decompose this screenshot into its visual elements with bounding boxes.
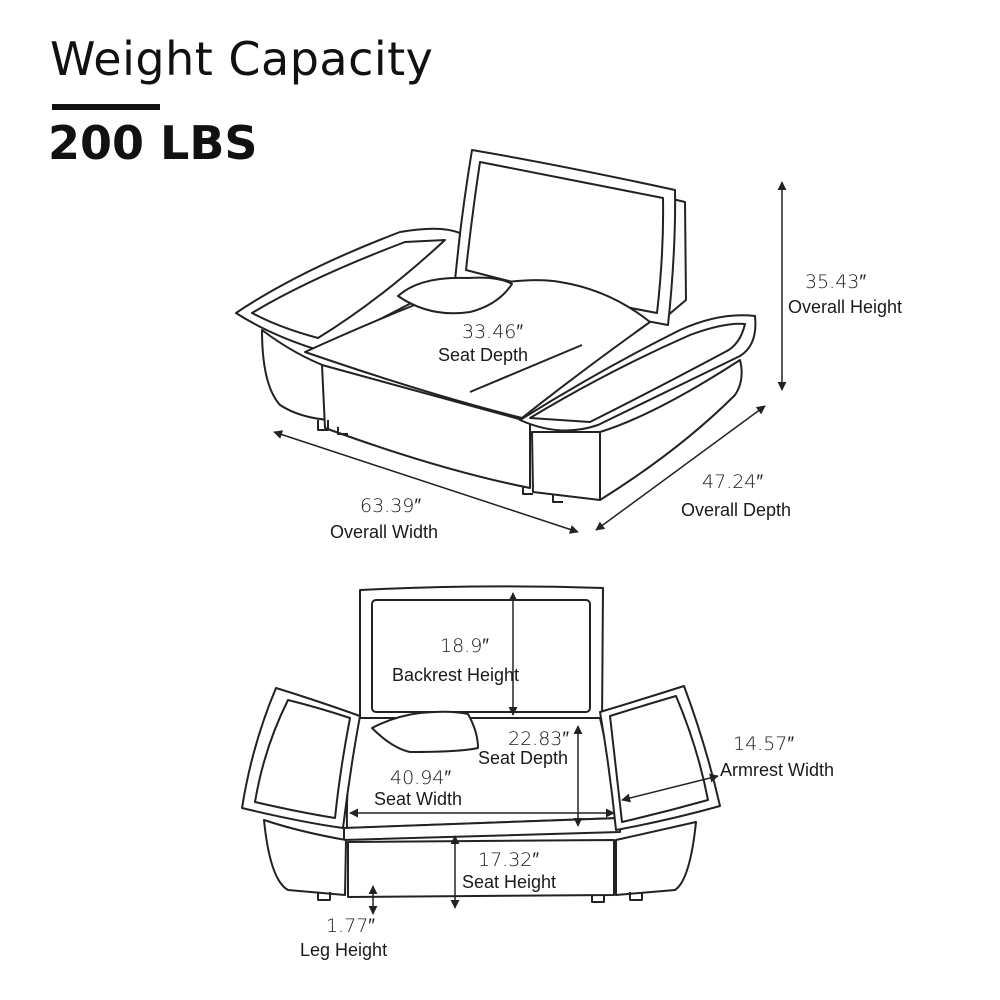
seat-depth-label-front: Seat Depth (478, 748, 568, 768)
overall-depth-value: 47.24″ (702, 471, 763, 493)
leg-height-value: 1.77″ (326, 915, 375, 937)
overall-width-value: 63.39″ (360, 495, 421, 517)
seat-height-value: 17.32″ (478, 849, 539, 871)
overall-depth-arrow (595, 405, 766, 531)
backrest-height-value: 18.9″ (440, 635, 489, 657)
seat-width-label: Seat Width (374, 789, 462, 809)
leg-height-label: Leg Height (300, 940, 387, 960)
seat-depth-label-top: Seat Depth (438, 345, 528, 365)
armrest-width-value: 14.57″ (733, 733, 794, 755)
overall-width-arrow (273, 430, 579, 534)
sofa-front-drawing (241, 585, 721, 903)
overall-height-label: Overall Height (788, 297, 902, 317)
overall-depth-label: Overall Depth (681, 500, 791, 520)
title-underline (52, 104, 160, 110)
page-title: Weight Capacity (50, 32, 434, 86)
seat-width-value: 40.94″ (390, 767, 451, 789)
overall-height-value: 35.43″ (805, 271, 866, 293)
seat-height-label: Seat Height (462, 872, 556, 892)
backrest-height-label: Backrest Height (392, 665, 519, 685)
front-dimension-lines (349, 592, 719, 915)
armrest-width-label: Armrest Width (720, 760, 834, 780)
top-dimension-lines (273, 181, 787, 534)
seat-depth-value-top: 33.46″ (462, 321, 523, 343)
weight-capacity-value: 200 LBS (48, 116, 258, 170)
overall-width-label: Overall Width (330, 522, 438, 542)
seat-depth-value-front: 22.83″ (508, 728, 569, 750)
armrest-width-arrow (621, 773, 719, 803)
